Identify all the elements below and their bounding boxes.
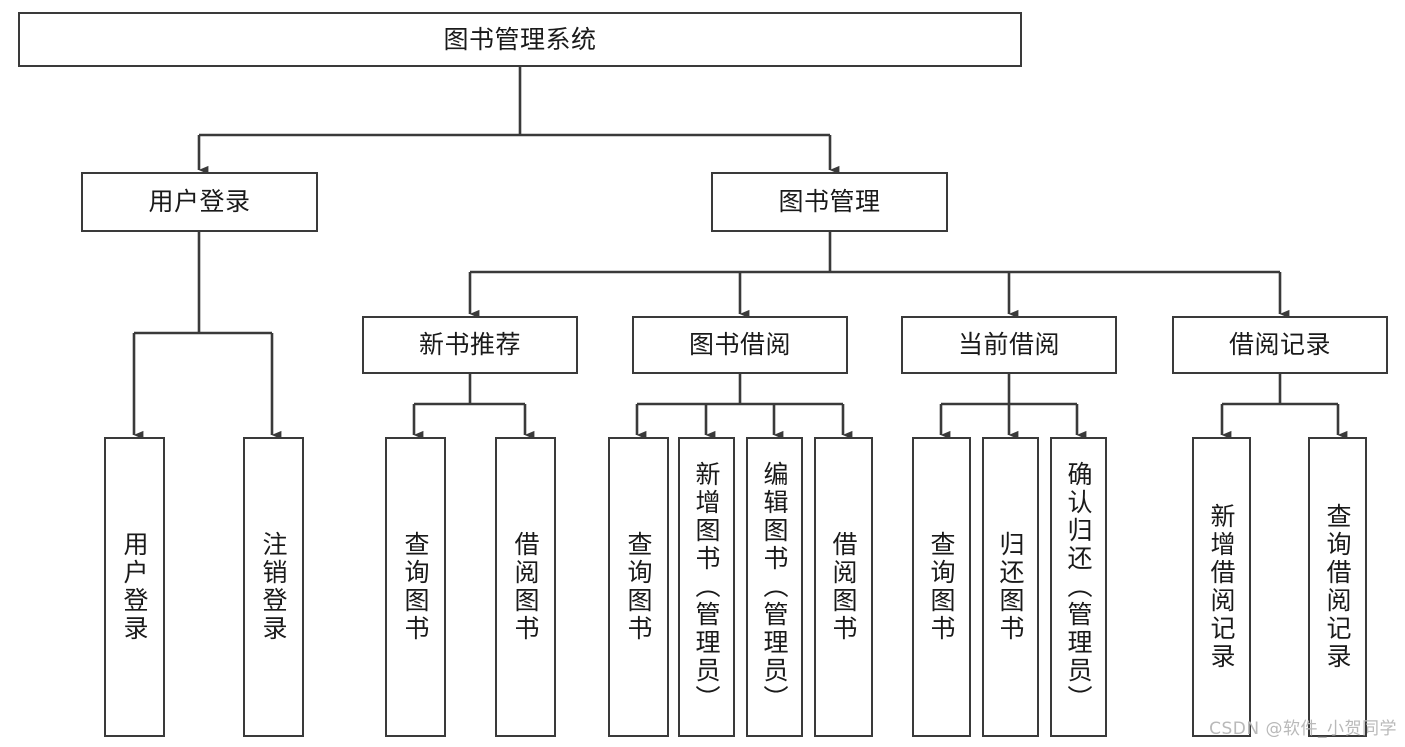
- node-current-borrow[interactable]: 当前借阅: [901, 316, 1117, 374]
- node-label: 注销登录: [259, 531, 288, 643]
- leaf-user-logout[interactable]: 注销登录: [243, 437, 304, 737]
- vertical-text-wrapper: 借阅图书: [816, 439, 871, 735]
- vertical-text-wrapper: 新增借阅记录: [1194, 439, 1249, 735]
- leaf-query-book-current[interactable]: 查询图书: [912, 437, 971, 737]
- node-book-management[interactable]: 图书管理: [711, 172, 948, 232]
- node-book-borrow[interactable]: 图书借阅: [632, 316, 848, 374]
- node-label: 归还图书: [996, 531, 1025, 643]
- node-label: 用户登录: [120, 531, 149, 643]
- leaf-borrow-book-recommend[interactable]: 借阅图书: [495, 437, 556, 737]
- vertical-text-wrapper: 新增图书（管理员）: [680, 439, 733, 735]
- node-borrow-record[interactable]: 借阅记录: [1172, 316, 1388, 374]
- node-label: 当前借阅: [957, 330, 1060, 360]
- node-label: 借阅图书: [829, 531, 858, 643]
- vertical-text-wrapper: 注销登录: [245, 439, 302, 735]
- node-label: 确认归还（管理员）: [1064, 461, 1093, 713]
- leaf-user-login[interactable]: 用户登录: [104, 437, 165, 737]
- node-label: 图书借阅: [688, 330, 791, 360]
- vertical-text-wrapper: 用户登录: [106, 439, 163, 735]
- vertical-text-wrapper: 查询图书: [610, 439, 667, 735]
- node-label: 借阅图书: [511, 531, 540, 643]
- node-label: 图书管理: [778, 187, 881, 217]
- leaf-query-borrow-record[interactable]: 查询借阅记录: [1308, 437, 1367, 737]
- leaf-edit-book-admin[interactable]: 编辑图书（管理员）: [746, 437, 803, 737]
- node-label: 编辑图书（管理员）: [760, 461, 789, 713]
- leaf-return-book[interactable]: 归还图书: [982, 437, 1039, 737]
- node-label: 新书推荐: [418, 330, 521, 360]
- vertical-text-wrapper: 借阅图书: [497, 439, 554, 735]
- leaf-confirm-return-admin[interactable]: 确认归还（管理员）: [1050, 437, 1107, 737]
- node-new-book-recommend[interactable]: 新书推荐: [362, 316, 578, 374]
- leaf-query-book-recommend[interactable]: 查询图书: [385, 437, 446, 737]
- vertical-text-wrapper: 查询借阅记录: [1310, 439, 1365, 735]
- node-label: 用户登录: [148, 187, 251, 217]
- leaf-borrow-book[interactable]: 借阅图书: [814, 437, 873, 737]
- csdn-watermark: CSDN @软件_小贺同学: [1209, 719, 1397, 739]
- node-label: 查询借阅记录: [1323, 503, 1352, 671]
- vertical-text-wrapper: 查询图书: [914, 439, 969, 735]
- vertical-text-wrapper: 确认归还（管理员）: [1052, 439, 1105, 735]
- leaf-query-book-borrow[interactable]: 查询图书: [608, 437, 669, 737]
- vertical-text-wrapper: 归还图书: [984, 439, 1037, 735]
- vertical-text-wrapper: 编辑图书（管理员）: [748, 439, 801, 735]
- node-label: 新增借阅记录: [1207, 503, 1236, 671]
- node-user-login[interactable]: 用户登录: [81, 172, 318, 232]
- node-root-book-management-system[interactable]: 图书管理系统: [18, 12, 1022, 67]
- leaf-add-borrow-record[interactable]: 新增借阅记录: [1192, 437, 1251, 737]
- node-label: 查询图书: [927, 531, 956, 643]
- node-label: 图书管理系统: [443, 24, 597, 54]
- vertical-text-wrapper: 查询图书: [387, 439, 444, 735]
- node-label: 查询图书: [624, 531, 653, 643]
- node-label: 查询图书: [401, 531, 430, 643]
- node-label: 新增图书（管理员）: [692, 461, 721, 713]
- node-label: 借阅记录: [1228, 330, 1331, 360]
- leaf-add-book-admin[interactable]: 新增图书（管理员）: [678, 437, 735, 737]
